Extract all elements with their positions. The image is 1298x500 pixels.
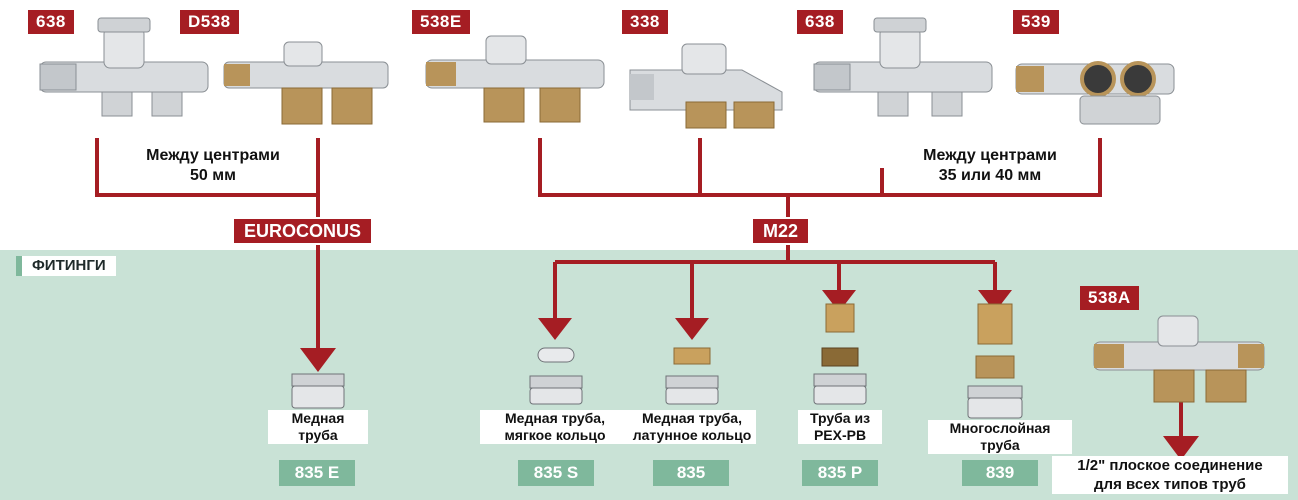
valve-538a-image — [1093, 315, 1265, 403]
fitting-835s-image — [529, 347, 583, 405]
center-distance-left-label: Между центрами 50 мм — [118, 146, 308, 186]
fitting-label-line: труба — [298, 427, 338, 443]
arrow-835e — [300, 348, 336, 372]
fitting-835e-image — [291, 373, 345, 409]
arrow-839 — [978, 290, 1012, 312]
center-distance-left-title: Между центрами — [146, 147, 280, 164]
fitting-label-line: Медная труба, — [642, 410, 742, 426]
arrow-538a — [1163, 436, 1199, 460]
valve-code-tag: 338 — [622, 10, 668, 34]
fitting-label-line: латунное кольцо — [632, 427, 752, 443]
fitting-label-line: PEX-PB — [813, 427, 867, 443]
fitting-label-line: труба — [980, 437, 1020, 453]
fitting-code-tag: 835 — [653, 460, 729, 486]
euroconus-tag: EUROCONUS — [232, 217, 374, 245]
fitting-835-image — [665, 347, 719, 405]
fitting-code-tag: 835 E — [279, 460, 355, 486]
valve-code-tag: 538E — [412, 10, 470, 34]
center-distance-right-label: Между центрами 35 или 40 мм — [890, 146, 1090, 186]
left-bracket-line — [95, 138, 320, 197]
fitting-label-line: Медная — [291, 410, 345, 426]
fitting-835e-label: Медная труба — [268, 410, 368, 444]
valve-539-image — [1015, 61, 1175, 125]
right-bracket-line — [538, 138, 1102, 197]
fitting-label-line: Многослойная — [949, 420, 1051, 436]
valve-code-tag: 638 — [28, 10, 74, 34]
valve-538a-code-tag: 538A — [1080, 286, 1139, 310]
arrow-835p — [822, 290, 856, 312]
fitting-835p-image — [813, 303, 867, 405]
valve-538a-note-line: 1/2" плоское соединение — [1077, 457, 1263, 474]
fitting-label-line: мягкое кольцо — [504, 427, 606, 443]
fitting-code-tag: 839 — [962, 460, 1038, 486]
center-distance-right-value: 35 или 40 мм — [938, 167, 1042, 184]
fitting-839-image — [967, 303, 1023, 419]
valve-638-right-image — [813, 17, 993, 117]
fitting-835p-label: Труба из PEX-PB — [798, 410, 882, 444]
valve-338-image — [629, 43, 783, 129]
m22-tag: M22 — [751, 217, 811, 245]
valve-638-left-image — [39, 17, 209, 117]
fitting-835s-label: Медная труба, мягкое кольцо — [480, 410, 630, 444]
arrow-835 — [675, 318, 709, 340]
fitting-839-label: Многослойная труба — [928, 420, 1072, 454]
center-distance-right-title: Между центрами — [923, 147, 1057, 164]
valve-538a-note: 1/2" плоское соединение для всех типов т… — [1052, 456, 1288, 494]
fittings-heading: ФИТИНГИ — [16, 256, 116, 276]
arrow-835s — [538, 318, 572, 340]
fitting-835-label: Медная труба, латунное кольцо — [628, 410, 756, 444]
valve-code-tag: 638 — [797, 10, 843, 34]
fitting-label-line: Медная труба, — [505, 410, 605, 426]
fitting-code-tag: 835 P — [802, 460, 878, 486]
fitting-code-tag: 835 S — [518, 460, 594, 486]
valve-538e-image — [425, 35, 605, 123]
valve-d538-image — [223, 41, 389, 125]
valve-code-tag: 539 — [1013, 10, 1059, 34]
valve-538a-note-line: для всех типов труб — [1094, 476, 1246, 493]
valve-code-tag: D538 — [180, 10, 239, 34]
center-distance-left-value: 50 мм — [190, 167, 236, 184]
fitting-label-line: Труба из — [809, 410, 871, 426]
